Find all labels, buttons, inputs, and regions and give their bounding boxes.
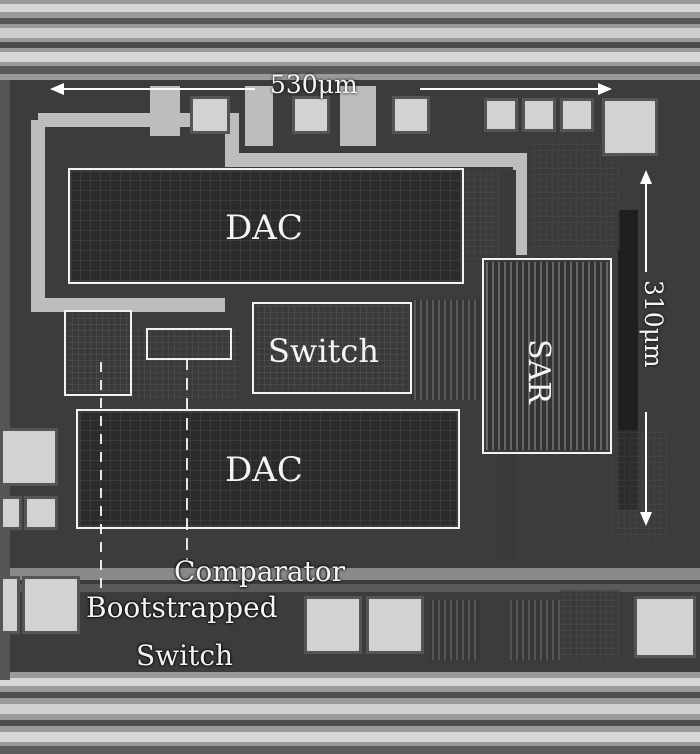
dac-bottom-block [76,409,460,529]
bootstrapped-label-line1: Bootstrapped [86,591,278,624]
switch-block [252,302,412,394]
bond-pad [634,596,696,658]
height-dimension-label: 310μm [639,280,668,368]
dac-bottom-label: DAC [225,450,303,490]
bootstrapped-label-line2: Switch [136,639,234,672]
sar-label: SAR [521,339,556,404]
bond-pad [24,496,58,530]
bond-pad [22,576,80,634]
bond-pad [560,98,594,132]
bond-pad [484,98,518,132]
width-dimension-label: 530μm [270,70,358,99]
bootstrapped-switch-block [64,310,132,396]
bond-pad [292,96,330,134]
bond-pad [602,98,658,156]
bond-pad [0,496,22,530]
comparator-block [146,328,232,360]
bond-pad [522,98,556,132]
bond-pad [392,96,430,134]
switch-label: Switch [268,332,379,370]
bond-pad [366,596,424,654]
comparator-label: Comparator [174,555,346,588]
dac-top-label: DAC [225,208,303,248]
bond-pad [190,96,230,134]
bond-pad [304,596,362,654]
bond-pad [0,576,20,634]
sar-block [482,258,612,454]
bond-pad [0,428,58,486]
dac-top-block [68,168,464,284]
